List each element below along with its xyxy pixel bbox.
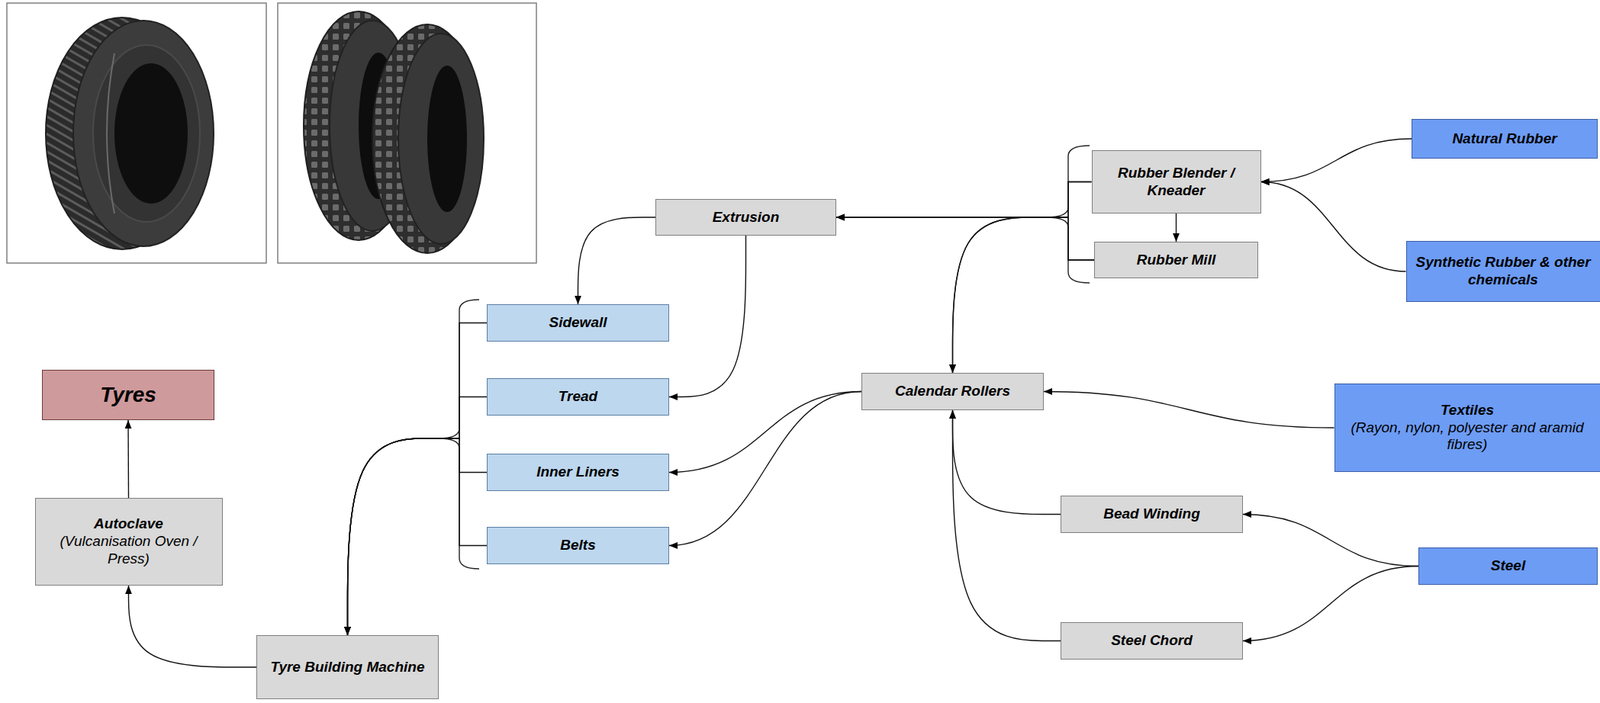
motorcycle-tyre-illustration [303,11,484,254]
flow-connector [952,410,1062,642]
process-box: Steel Chord [1060,622,1243,660]
node-title: Steel [1490,557,1526,576]
flow-connector [1242,566,1419,642]
flow-connector [347,438,488,636]
node-title: Synthetic Rubber & other chemicals [1413,254,1594,290]
material-box: Synthetic Rubber & other chemicals [1406,241,1600,303]
component-box: Sidewall [486,304,670,342]
flow-connector [669,235,747,398]
node-title: Rubber Mill [1136,251,1216,270]
process-box: Autoclave(Vulcanisation Oven / Press) [35,498,223,586]
material-box: Natural Rubber [1411,119,1598,159]
component-box: Belts [486,527,670,565]
flow-connector [1261,182,1407,273]
node-title: Autoclave [93,515,164,534]
node-note: (Vulcanisation Oven / Press) [41,533,216,569]
flow-connector [347,397,488,637]
flow-connector [1261,138,1413,183]
node-title: Tyres [99,382,157,409]
process-box: Extrusion [655,199,837,236]
flow-connector [347,438,488,636]
flow-connector [952,182,1092,374]
process-box: Bead Winding [1060,495,1243,534]
node-title: Steel Chord [1110,632,1193,651]
node-title: Textiles [1440,402,1494,420]
car-tyre-illustration [45,17,214,250]
image-frame [277,3,537,264]
flow-connector [128,585,258,668]
node-title: Belts [560,537,596,555]
process-box: Tyre Building Machine [256,635,439,700]
process-box: Rubber Mill [1094,241,1259,279]
flow-connector [578,217,657,305]
node-title: Tread [558,388,598,406]
process-box: Rubber Blender / Kneader [1091,150,1262,214]
node-title: Extrusion [712,209,780,227]
flow-connector [347,323,488,637]
node-title: Tyre Building Machine [270,659,425,677]
flow-connector [836,182,1092,219]
product-box: Tyres [41,370,215,421]
node-note: (Rayon, nylon, polyester and aramid fibr… [1341,419,1594,455]
node-title: Rubber Blender / Kneader [1098,164,1255,200]
component-box: Tread [486,378,670,416]
material-box: Textiles(Rayon, nylon, polyester and ara… [1334,383,1600,473]
flow-connector [1175,213,1177,242]
node-title: Inner Liners [536,463,620,482]
flow-connector [952,217,1095,374]
node-title: Calendar Rollers [894,383,1011,401]
node-title: Bead Winding [1103,505,1201,524]
flow-connector [836,217,1095,261]
image-frame [6,3,267,264]
flow-connector [669,392,862,474]
flow-connector [952,410,1062,516]
flow-connector [669,392,862,547]
node-title: Sidewall [548,314,607,332]
node-title: Natural Rubber [1451,130,1557,149]
material-box: Steel [1418,547,1598,586]
flow-connector [127,420,129,499]
process-box: Calendar Rollers [861,373,1044,411]
component-box: Inner Liners [486,453,670,492]
flow-connector [1043,392,1335,429]
flow-connector [1242,515,1419,567]
